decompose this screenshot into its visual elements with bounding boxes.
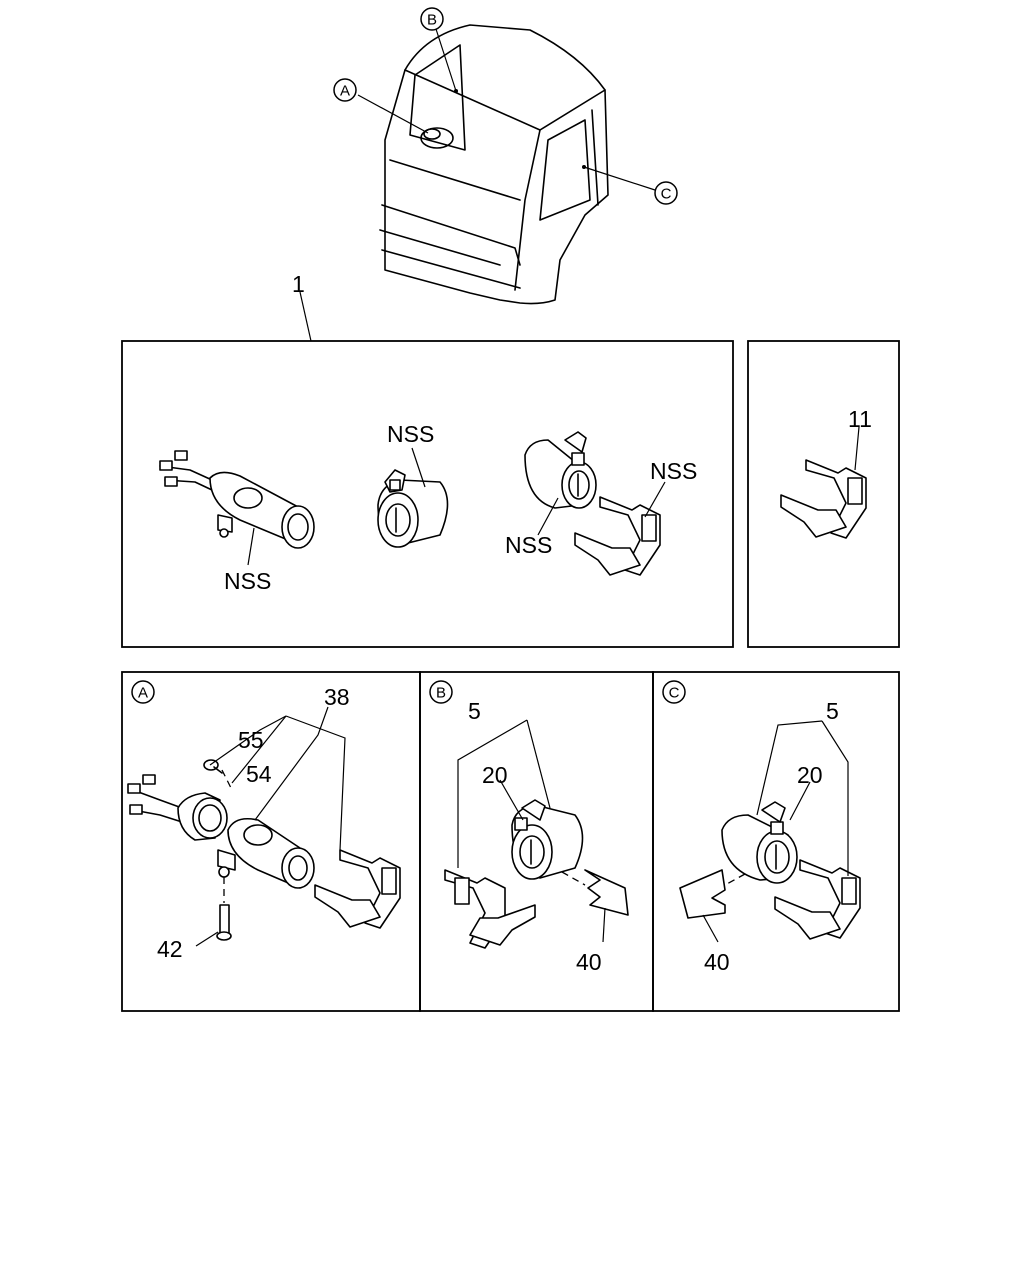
detail-panel-c	[652, 671, 900, 1012]
svg-text:C: C	[669, 685, 680, 702]
cylinder-set-part	[524, 431, 597, 536]
label-b-set: 5	[468, 698, 481, 724]
label-nss-door: NSS	[387, 421, 434, 447]
ignition-switch-part	[159, 450, 315, 566]
label-nss-cylinder: NSS	[505, 532, 552, 558]
key-pair-part	[574, 481, 666, 576]
svg-text:B: B	[427, 12, 437, 29]
label-c-set: 5	[826, 698, 839, 724]
door-cylinder-part	[377, 447, 449, 548]
label-nss-ignition: NSS	[224, 568, 271, 594]
truck-cab-illustration	[357, 24, 656, 305]
label-a-screw: 42	[157, 936, 183, 962]
panel-b-parts	[444, 719, 629, 949]
panel-c-parts	[679, 720, 861, 943]
label-b-retainer: 40	[576, 949, 602, 975]
panel-a-parts	[127, 706, 401, 947]
panel-a-title: A	[131, 680, 155, 704]
svg-text:B: B	[436, 685, 446, 702]
svg-text:A: A	[340, 83, 350, 100]
label-a-ring: 54	[246, 761, 272, 787]
callout-c: C	[654, 181, 678, 205]
callout-b: B	[420, 7, 444, 31]
panel-c-title: C	[662, 680, 686, 704]
label-a-switch: 38	[324, 684, 350, 710]
label-assembly: 1	[292, 271, 305, 297]
svg-text:C: C	[661, 186, 672, 203]
key-blank-part	[780, 426, 867, 539]
key-blank-box	[747, 340, 900, 648]
callout-a: A	[333, 78, 357, 102]
assembly-box	[121, 340, 734, 648]
label-nss-key: NSS	[650, 458, 697, 484]
label-b-cylinder: 20	[482, 762, 508, 788]
panel-b-title: B	[429, 680, 453, 704]
label-c-retainer: 40	[704, 949, 730, 975]
svg-text:A: A	[138, 685, 148, 702]
label-c-cylinder: 20	[797, 762, 823, 788]
label-key-blank: 11	[848, 406, 872, 432]
label-a-cover: 55	[238, 727, 264, 753]
